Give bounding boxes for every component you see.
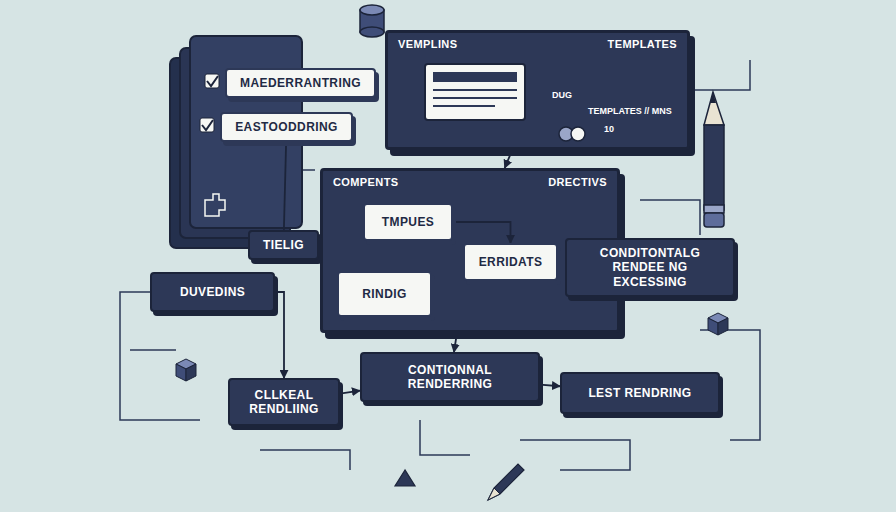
text-group: CONTIONNAL RENDERRING <box>362 357 538 398</box>
template-card: TMPUES <box>363 203 453 241</box>
toggle-icon <box>559 127 585 141</box>
checkbox <box>205 74 219 88</box>
checkmark <box>202 120 213 130</box>
template-card: RINDIG <box>337 271 432 317</box>
small-pencil <box>488 464 524 500</box>
node-text: DUVEDINS <box>162 285 263 299</box>
text-group: CLLKEAL RENDLIING <box>230 382 338 423</box>
checkbox <box>200 118 214 132</box>
node-text: VEMPLINS <box>398 38 457 51</box>
node-text: ERRIDATS <box>475 255 546 269</box>
text-group: RINDIG <box>339 281 430 307</box>
wire <box>520 440 630 470</box>
connector <box>540 385 560 387</box>
node-text: DRECTIVS <box>548 176 607 189</box>
concept-box: CLLKEAL RENDLIING <box>228 378 340 426</box>
triangle-symbol <box>395 470 415 486</box>
checklist-item: MAEDERRANTRING <box>225 68 376 98</box>
connector <box>275 292 284 378</box>
node-text: CONTIONNAL RENDERRING <box>372 363 528 392</box>
node-text: LEST RENDRING <box>572 386 708 400</box>
wire <box>640 200 700 235</box>
text-group: ERRIDATS <box>465 249 556 275</box>
text-group: TMPUES <box>365 209 451 235</box>
concept-box: DUVEDINS <box>150 272 275 312</box>
template-card: ERRIDATS <box>463 243 558 281</box>
node-text: TEMPLATES <box>608 38 677 51</box>
templates-panel: VEMPLINS TEMPLATES <box>385 30 690 150</box>
text-group: VEMPLINS TEMPLATES <box>388 33 687 56</box>
cube <box>708 313 728 335</box>
wire <box>690 60 750 90</box>
connector <box>505 150 513 168</box>
cube <box>176 359 196 381</box>
text-group: LEST RENDRING <box>562 380 718 406</box>
node-text: RINDIG <box>349 287 420 301</box>
connector <box>454 333 457 352</box>
text-group: MAEDERRANTRING <box>227 70 374 96</box>
window-icon <box>425 64 525 120</box>
wire <box>260 450 350 470</box>
concept-box: CONDITONTALG RENDEE NG EXCESSING <box>565 238 735 297</box>
node-text: CONDITONTALG RENDEE NG EXCESSING <box>577 246 723 289</box>
connector <box>340 391 360 394</box>
concept-box: LEST RENDRING <box>560 372 720 414</box>
text-group: TIELIG <box>250 232 317 258</box>
node-text: EASTOODDRING <box>232 120 341 134</box>
concept-box: CONTIONNAL RENDERRING <box>360 352 540 402</box>
text-group: EASTOODDRING <box>222 114 351 140</box>
wire <box>420 420 470 455</box>
text-group: DUVEDINS <box>152 279 273 305</box>
wire <box>130 349 176 351</box>
pencil <box>704 92 724 227</box>
connector <box>284 142 286 230</box>
cylinder <box>360 5 384 37</box>
connector <box>453 222 511 243</box>
text-group: CONDITONTALG RENDEE NG EXCESSING <box>567 240 733 295</box>
checklist-item: EASTOODDRING <box>220 112 353 142</box>
node-text: TIELIG <box>260 238 307 252</box>
node-text: MAEDERRANTRING <box>237 76 364 90</box>
node-text: CLLKEAL RENDLIING <box>240 388 328 417</box>
concept-box: TIELIG <box>248 230 319 260</box>
checkmark <box>207 76 218 86</box>
node-text: COMPENTS <box>333 176 399 189</box>
node-text: TMPUES <box>375 215 441 229</box>
puzzle-symbol <box>205 194 225 216</box>
text-group: COMPENTS DRECTIVS <box>323 171 617 194</box>
